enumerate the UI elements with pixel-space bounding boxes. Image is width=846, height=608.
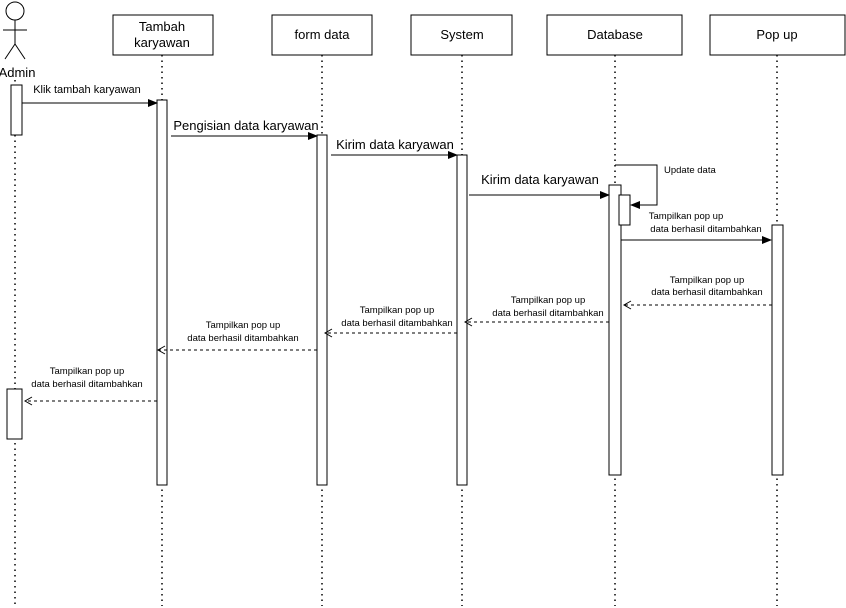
lifeline-header-system: System (410, 14, 513, 56)
message-label-m7-line1: Tampilkan pop up (670, 275, 744, 286)
activation-admin-1 (10, 84, 23, 136)
return-arrowheads (23, 300, 632, 406)
lifeline-header-tambah: Tambah karyawan (112, 14, 214, 56)
lifeline-header-box (546, 14, 683, 56)
message-label-m10-line2: data berhasil ditambahkan (187, 333, 298, 344)
message-label-m10-line1: Tampilkan pop up (206, 320, 280, 331)
lifeline-header-label: form data (295, 27, 351, 42)
activation-form (316, 134, 328, 486)
message-label-m7-line2: data berhasil ditambahkan (651, 287, 762, 298)
actor-leg-right (14, 43, 26, 60)
message-label-m5: Update data (664, 165, 716, 176)
message-label-m11-line1: Tampilkan pop up (50, 366, 124, 377)
message-label-m4: Kirim data karyawan (481, 172, 599, 187)
message-label-m8-line2: data berhasil ditambahkan (492, 308, 603, 319)
arrowhead-m9 (323, 328, 333, 338)
activation-database-self (618, 194, 631, 226)
lifeline-header-label: Tambah (139, 19, 185, 34)
activation-bars (6, 84, 784, 486)
message-label-m9-line2: data berhasil ditambahkan (341, 318, 452, 329)
lifeline-headers: Tambah karyawan form data System Databas… (112, 14, 846, 56)
message-label-m11-line2: data berhasil ditambahkan (31, 379, 142, 390)
actor-leg-left (4, 43, 16, 60)
message-label-m6-line1: Tampilkan pop up (649, 211, 723, 222)
lifeline-header-box (410, 14, 513, 56)
message-label-m3: Kirim data karyawan (336, 137, 454, 152)
lifeline-header-label: karyawan (134, 35, 190, 50)
message-label-m9-line1: Tampilkan pop up (360, 305, 434, 316)
activation-tambah (156, 99, 168, 486)
message-label-m1: Klik tambah karyawan (33, 84, 141, 96)
message-labels: Klik tambah karyawan Pengisian data kary… (31, 84, 762, 390)
arrowhead-m10 (156, 345, 166, 355)
activation-admin-2 (6, 388, 23, 440)
lifeline-header-box (112, 14, 214, 56)
activation-database (608, 184, 622, 476)
arrowhead-m11 (23, 396, 33, 406)
lifeline-header-popup: Pop up (709, 14, 846, 56)
activation-system (456, 154, 468, 486)
actor-head (5, 1, 25, 21)
lifeline-header-box (271, 14, 373, 56)
lifeline-header-label: System (440, 27, 483, 42)
arrowhead-m8 (463, 317, 473, 327)
lifeline-header-database: Database (546, 14, 683, 56)
message-label-m6-line2: data berhasil ditambahkan (650, 224, 761, 235)
lifeline-header-box (709, 14, 846, 56)
lifeline-header-form: form data (271, 14, 373, 56)
lifeline-header-label: Pop up (756, 27, 797, 42)
activation-popup (771, 224, 784, 476)
message-label-m2: Pengisian data karyawan (173, 118, 318, 133)
actor-label: Admin (0, 65, 35, 80)
message-arrow-m5 (615, 164, 658, 209)
arrowhead-m7 (622, 300, 632, 310)
lifeline-header-label: Database (587, 27, 643, 42)
actor-admin: Admin (0, 1, 35, 80)
messages (22, 99, 772, 406)
message-label-m8-line1: Tampilkan pop up (511, 295, 585, 306)
